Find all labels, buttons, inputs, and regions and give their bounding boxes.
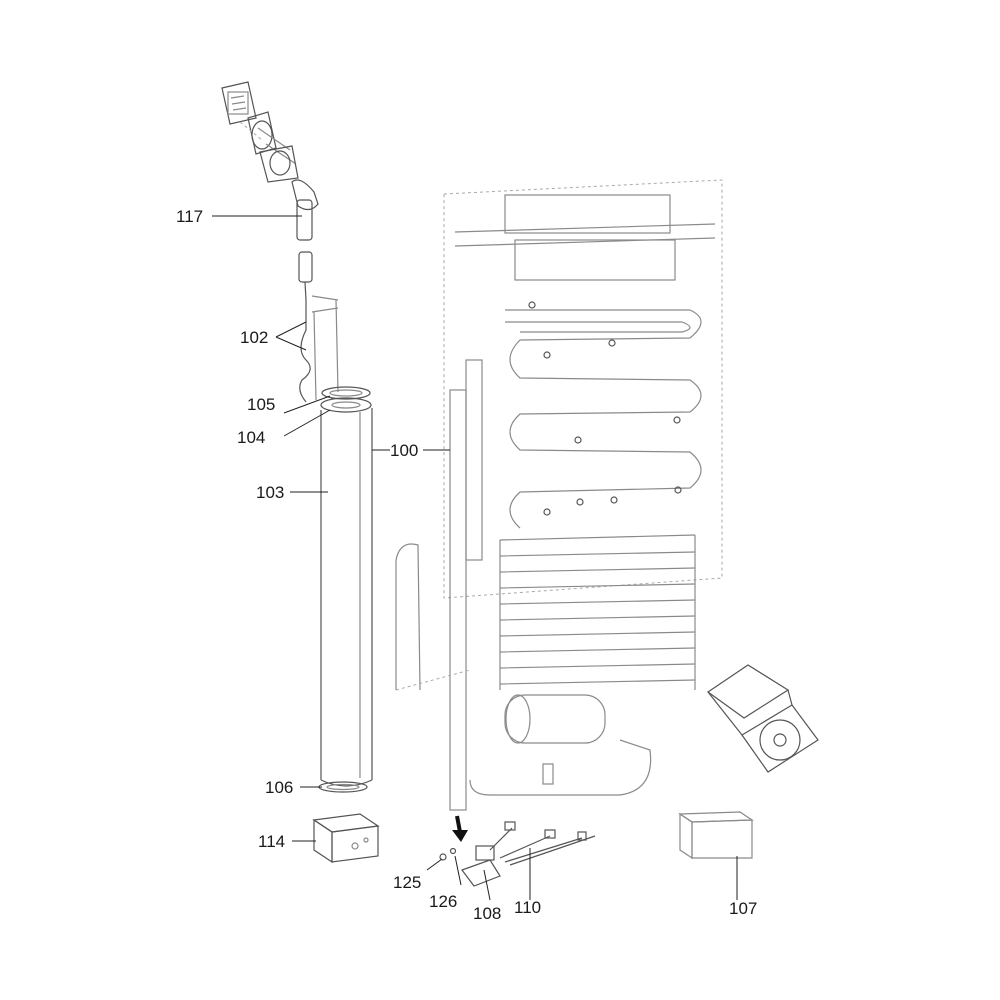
callout-107: 107 (729, 899, 757, 918)
callout-110: 110 (514, 898, 541, 917)
part-100-cooling-unit (395, 179, 723, 811)
part-103-flue-tube (320, 408, 373, 787)
part-125-screw (439, 853, 447, 861)
callout-126: 126 (429, 892, 457, 911)
part-108-burner-jet (461, 845, 501, 887)
callout-125: 125 (393, 873, 421, 892)
fan-assembly (706, 664, 819, 773)
part-126-screw (449, 847, 457, 855)
callout-106: 106 (265, 778, 293, 797)
callout-105: 105 (247, 395, 275, 414)
part-110-ignition-leads (489, 821, 596, 866)
callout-117: 117 (176, 207, 203, 226)
direction-arrow (452, 815, 468, 842)
part-114-housing (312, 813, 380, 864)
condenser-fins (504, 194, 676, 281)
callout-102: 102 (240, 328, 268, 347)
part-102-thermocouple (299, 295, 339, 403)
leader-lines (212, 215, 738, 901)
part-104-flue-cap (320, 397, 372, 413)
part-107-control-box (678, 811, 754, 860)
callout-103: 103 (256, 483, 284, 502)
part-117-burner-assembly (221, 81, 319, 301)
callout-104: 104 (237, 428, 265, 447)
callout-114: 114 (258, 832, 285, 851)
callout-100: 100 (390, 441, 418, 460)
part-106-gasket (318, 781, 368, 793)
callout-108: 108 (473, 904, 501, 923)
part-105-gasket (321, 386, 371, 400)
